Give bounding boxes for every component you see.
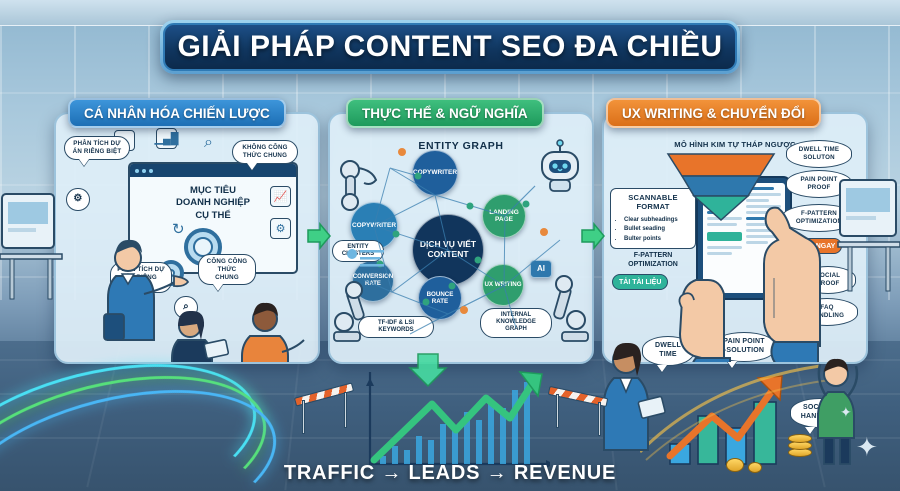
bubble-common-formula: CÔNG CÔNG THỨC CHUNG bbox=[198, 254, 256, 286]
panel-entity-semantics[interactable]: ENTITY GRAPH bbox=[328, 112, 594, 364]
neon-trail-gold bbox=[640, 364, 830, 461]
left-office-desk bbox=[0, 193, 63, 300]
bubble-separate-project-analysis: PHÂN TÍCH DỰ ÁN RIÊNG BIỆT bbox=[64, 136, 130, 160]
graph-edges bbox=[363, 148, 561, 335]
seated-woman bbox=[171, 310, 230, 362]
pill-tfidf-lsi-keywords: TF-IDF & LSI KEYWORDS bbox=[358, 316, 434, 339]
growth-chart-center bbox=[366, 371, 550, 468]
bubble-text: FAQ HANDLING bbox=[809, 304, 845, 319]
trend-chart-icon: 📈 bbox=[270, 186, 291, 207]
barrier-left bbox=[293, 382, 355, 434]
panel-personalization[interactable]: ◕ ▁▄█ ⌕ 📈 ⚙ MỤC TIÊU DOANH NGHIỆP CỤ THỂ… bbox=[54, 112, 320, 364]
board-line-1: MỤC TIÊU bbox=[190, 185, 236, 196]
pointing-hand bbox=[763, 206, 821, 362]
sparkle-icon: ✦ bbox=[840, 404, 852, 420]
node-label: BOUNCE RATE bbox=[426, 290, 454, 305]
label-text: F-PATTERN OPTIMIZATION bbox=[628, 252, 678, 268]
scannable-item: Bullet seading bbox=[624, 225, 690, 234]
cta-tai-tai-lieu[interactable]: TẢI TÀI LIỆU bbox=[612, 274, 669, 290]
cta-label: TẢI TÀI LIỆU bbox=[619, 278, 662, 286]
businesswoman-figure bbox=[603, 342, 666, 451]
cycle-arrow-icon: ↻ bbox=[172, 221, 185, 238]
bubble-text: DWELL TIME SOLUTON bbox=[798, 146, 840, 161]
node-bounce-rate[interactable]: BOUNCE RATE bbox=[418, 276, 462, 320]
node-label: COPYWRITER bbox=[412, 169, 458, 177]
celebrating-man-figure bbox=[817, 358, 859, 465]
panel-header-ux: UX WRITING & CHUYỂN ĐỔI bbox=[606, 98, 822, 128]
bubble-no-common-formula: KHÔNG CÔNG THỨC CHUNG bbox=[232, 140, 298, 164]
bottom-banner: TRAFFIC → LEADS → REVENUE bbox=[0, 462, 900, 485]
barrier-right bbox=[547, 385, 609, 436]
panel-ux-writing[interactable]: MÔ HÌNH KIM TỰ THÁP NGƯỢC Thông tin quan… bbox=[602, 112, 868, 364]
bubble-dwell-time-solution: DWELL TIME SOLUTON bbox=[786, 140, 852, 168]
robot-arm-icon bbox=[340, 160, 378, 211]
panel-header-personalization: CÁ NHÂN HÓA CHIẾN LƯỢC bbox=[68, 98, 286, 128]
panel-connector-arrow-2 bbox=[581, 222, 605, 251]
board-line-3: CỤ THỂ bbox=[195, 209, 231, 221]
scannable-item: Clear subheadings bbox=[624, 216, 690, 225]
coin-icon bbox=[748, 462, 762, 473]
label-f-pattern-optimization: F-PATTERN OPTIMIZATION bbox=[610, 252, 696, 270]
bubble-text: SOCIAL PROOF bbox=[815, 272, 841, 287]
settings-icon: ⚙ bbox=[270, 218, 291, 239]
bubble-text: PAIN POINT -SOLUTION bbox=[723, 338, 765, 354]
bar-chart-icon: ▁▄█ bbox=[154, 128, 179, 149]
ai-chip-label: AI bbox=[537, 264, 545, 274]
scannable-format-box: SCANNABLE FORMAT Clear subheadings Bulle… bbox=[610, 188, 696, 249]
down-arrow-center bbox=[408, 353, 448, 388]
inverted-pyramid bbox=[666, 153, 776, 222]
panel-header-label: CÁ NHÂN HÓA CHIẾN LƯỢC bbox=[84, 105, 270, 121]
node-label: DỊCH VỤ VIẾT CONTENT bbox=[419, 239, 477, 259]
seated-man bbox=[241, 302, 305, 362]
bubble-text: PHÂN TÍCH DỰ ÁN RIÊNG BIỆT bbox=[72, 140, 122, 155]
panel-header-label: UX WRITING & CHUYỂN ĐỔI bbox=[622, 105, 806, 121]
bubble-text: KHÔNG CÔNG THỨC CHUNG bbox=[242, 144, 288, 159]
revenue-chart-right bbox=[666, 375, 783, 465]
robot-arm-icon bbox=[333, 281, 365, 342]
ai-chip-icon: AI bbox=[530, 260, 552, 278]
panel-header-label: THỰC THỂ & NGỮ NGHĨA bbox=[362, 105, 528, 121]
document-icon bbox=[347, 249, 384, 267]
coin-stack-icon bbox=[788, 434, 812, 443]
panel-header-entity: THỰC THỂ & NGỮ NGHĨA bbox=[346, 98, 544, 128]
presenter-person bbox=[103, 239, 190, 341]
sparkle-icon: ✦ bbox=[856, 432, 878, 462]
panel3-subtitle: MÔ HÌNH KIM TỰ THÁP NGƯỢC bbox=[674, 140, 796, 149]
search-icon: ⌕ bbox=[204, 133, 213, 151]
pill-label: ENTITY CLUSTERS bbox=[341, 244, 375, 258]
left-hand bbox=[678, 279, 731, 362]
gear-chat-icon: ⚙ bbox=[66, 188, 90, 211]
right-office-desk bbox=[837, 179, 900, 292]
scannable-title: SCANNABLE FORMAT bbox=[628, 193, 678, 212]
bottom-banner-label: TRAFFIC → LEADS → REVENUE bbox=[283, 462, 617, 484]
robot-arm-icon bbox=[553, 275, 589, 342]
board-line-2: DOANH NGHIỆP bbox=[176, 197, 250, 209]
page-title: GIẢI PHÁP CONTENT SEO ĐA CHIỀU bbox=[177, 30, 723, 63]
bubble-text: PAIN POINT PROOF bbox=[800, 176, 838, 191]
bubble-text: DWELL TIME bbox=[655, 342, 681, 358]
entity-graph-title: ENTITY GRAPH bbox=[418, 140, 504, 152]
coin-icon bbox=[726, 458, 744, 472]
panel-connector-arrow-1 bbox=[307, 222, 331, 251]
pill-internal-knowledge-graph: INTERNAL KNOWLEDGE GRAPH bbox=[480, 308, 552, 338]
bubble-text: F-PATTERN OPTIMIZATION bbox=[795, 210, 843, 225]
pill-entity-clusters: ENTITY CLUSTERS bbox=[332, 240, 384, 263]
pill-label: TF-IDF & LSI KEYWORDS bbox=[378, 320, 414, 334]
scannable-item: Bulter points bbox=[624, 235, 690, 244]
bubble-text: CÔNG CÔNG THỨC CHUNG bbox=[206, 258, 248, 281]
robot-icon bbox=[541, 139, 579, 192]
node-label: LANDING PAGE bbox=[489, 208, 519, 223]
pill-label: INTERNAL KNOWLEDGE GRAPH bbox=[496, 312, 536, 333]
main-title-banner: GIẢI PHÁP CONTENT SEO ĐA CHIỀU bbox=[160, 20, 740, 74]
